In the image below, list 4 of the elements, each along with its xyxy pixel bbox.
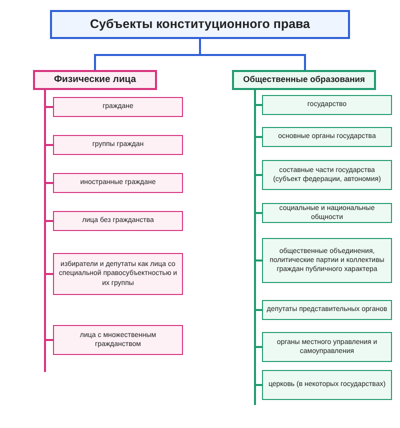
category-box: Общественные образования: [232, 70, 376, 90]
title-box: Субъекты конституционного права: [50, 10, 350, 39]
category-box: Физические лица: [33, 70, 157, 90]
connector-line: [44, 90, 53, 341]
